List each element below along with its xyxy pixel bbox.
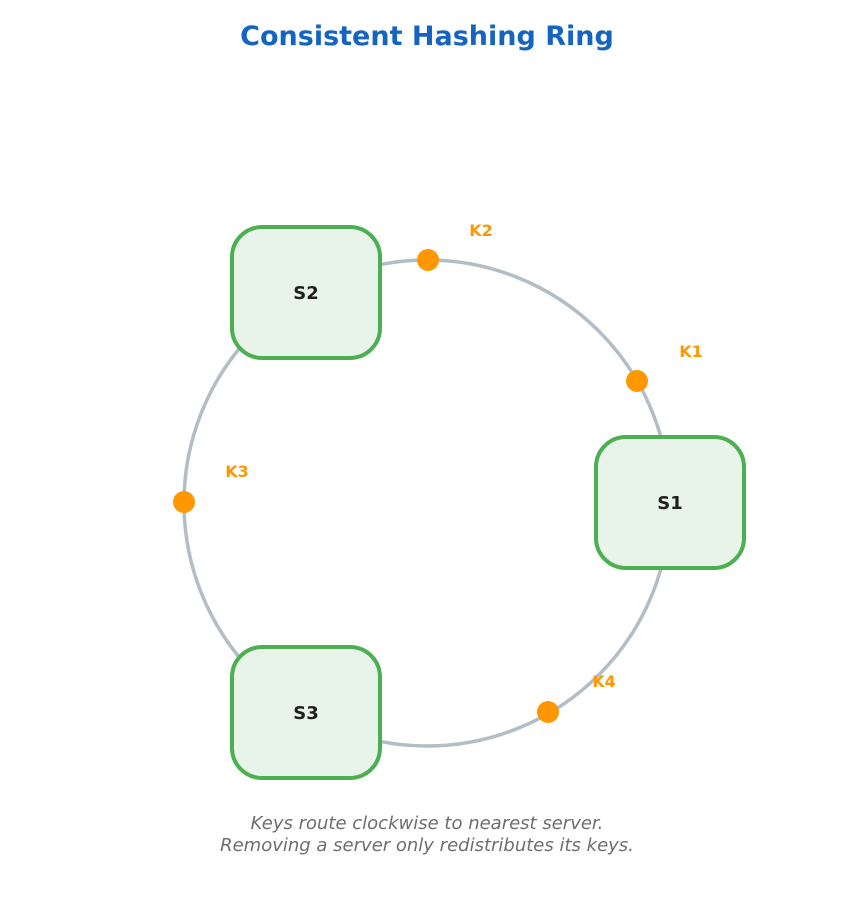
key-dot-k1 (626, 370, 648, 392)
key-node-k3: K3 (173, 462, 249, 513)
caption-line-2: Removing a server only redistributes its… (220, 835, 634, 856)
server-node-s1: S1 (594, 435, 746, 570)
page-title: Consistent Hashing Ring (240, 21, 614, 52)
server-box-s1 (594, 435, 746, 570)
server-label-s1: S1 (657, 493, 683, 514)
server-label-s2: S2 (293, 283, 319, 304)
key-dot-k4 (537, 701, 559, 723)
key-dot-k3 (173, 491, 195, 513)
key-node-k4: K4 (537, 672, 616, 723)
key-dot-k2 (417, 249, 439, 271)
server-box-s3 (230, 645, 382, 780)
server-node-s2: S2 (230, 225, 382, 360)
server-box-s2 (230, 225, 382, 360)
key-label-k3: K3 (225, 462, 249, 481)
server-node-s3: S3 (230, 645, 382, 780)
caption-line-1: Keys route clockwise to nearest server. (251, 813, 604, 834)
key-node-k1: K1 (626, 342, 703, 392)
key-label-k1: K1 (679, 342, 703, 361)
key-label-k4: K4 (592, 672, 616, 691)
server-label-s3: S3 (293, 703, 319, 724)
key-label-k2: K2 (469, 221, 493, 240)
key-node-k2: K2 (417, 221, 493, 271)
